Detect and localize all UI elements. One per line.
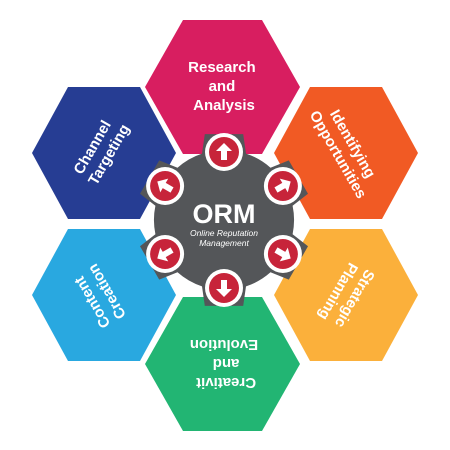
center-subtitle-line2: Management bbox=[199, 238, 249, 248]
gear-icon bbox=[140, 134, 308, 306]
arrow-up-right-icon bbox=[263, 167, 302, 205]
hex-creativit-evolution bbox=[145, 297, 300, 431]
hex-identifying-opportunities bbox=[274, 87, 418, 219]
hex-content-creation bbox=[32, 229, 176, 361]
arrow-buttons bbox=[146, 133, 302, 307]
arrow-down-icon bbox=[205, 269, 243, 307]
arrow-up-icon bbox=[205, 133, 243, 171]
label-research-analysis: Research and Analysis bbox=[188, 59, 260, 114]
hex-channel-targeting bbox=[32, 87, 176, 219]
hex-strategic-planning bbox=[274, 229, 418, 361]
arrow-down-right-icon bbox=[263, 235, 302, 273]
label-creativit-evolution: Creativit and Evolution bbox=[190, 336, 258, 391]
orm-gear: ORM Online Reputation Management bbox=[140, 134, 308, 306]
hex-research-analysis bbox=[145, 20, 300, 154]
center-subtitle-line1: Online Reputation bbox=[190, 228, 258, 238]
arrow-up-left-icon bbox=[146, 167, 185, 205]
arrow-down-left-icon bbox=[146, 235, 185, 273]
center-title: ORM bbox=[193, 199, 256, 229]
